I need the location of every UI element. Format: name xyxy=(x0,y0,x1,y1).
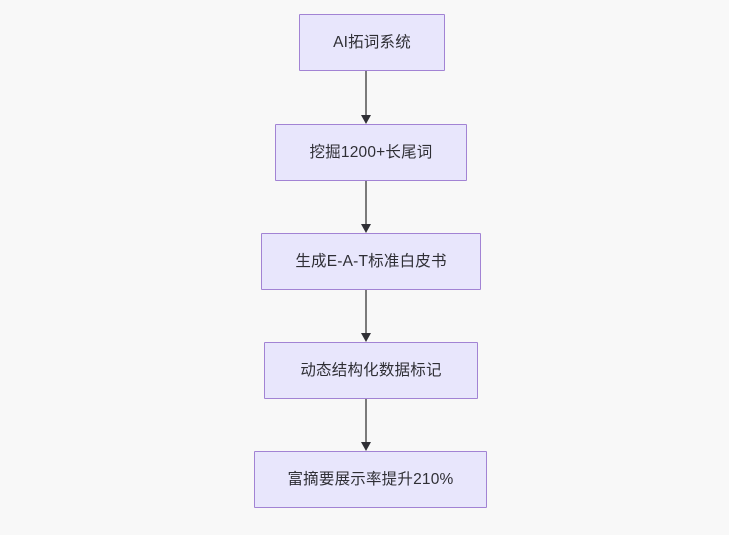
edge-n2-n3 xyxy=(361,181,372,233)
node-label: 动态结构化数据标记 xyxy=(300,361,442,379)
node-label: AI拓词系统 xyxy=(333,33,411,51)
edge-n3-n4 xyxy=(361,290,372,342)
edge-line xyxy=(365,290,368,335)
edge-n1-n2 xyxy=(361,71,372,124)
flowchart-node-n3[interactable]: 生成E-A-T标准白皮书 xyxy=(261,233,481,290)
edge-line xyxy=(365,181,368,226)
arrowhead-icon xyxy=(361,224,371,233)
node-label: 生成E-A-T标准白皮书 xyxy=(295,252,447,270)
flowchart-node-n1[interactable]: AI拓词系统 xyxy=(299,14,445,71)
node-label: 挖掘1200+长尾词 xyxy=(309,143,433,161)
flowchart-node-n5[interactable]: 富摘要展示率提升210% xyxy=(254,451,487,508)
node-label: 富摘要展示率提升210% xyxy=(287,470,454,488)
flowchart-node-n4[interactable]: 动态结构化数据标记 xyxy=(264,342,478,399)
arrowhead-icon xyxy=(361,333,371,342)
edge-line xyxy=(365,71,368,117)
arrowhead-icon xyxy=(361,115,371,124)
arrowhead-icon xyxy=(361,442,371,451)
edge-n4-n5 xyxy=(361,399,372,451)
flowchart-node-n2[interactable]: 挖掘1200+长尾词 xyxy=(275,124,467,181)
edge-line xyxy=(365,399,368,444)
